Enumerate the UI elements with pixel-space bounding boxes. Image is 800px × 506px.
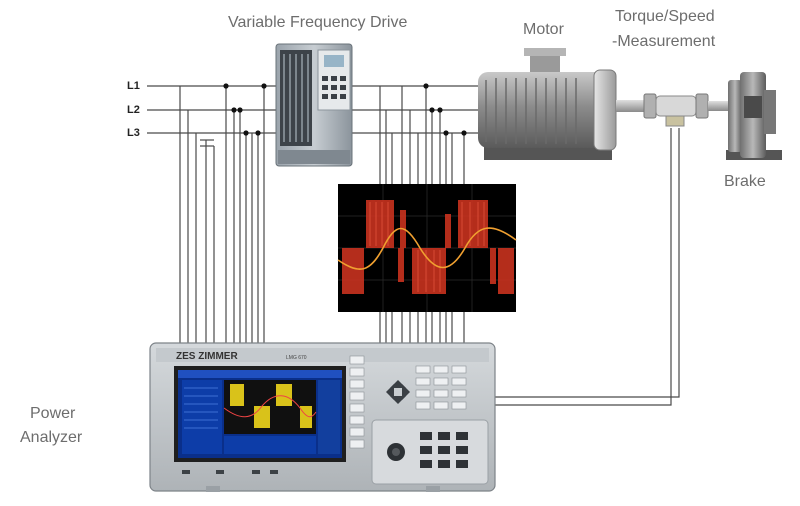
wiring [147,85,680,406]
analyzer-label-line2: Analyzer [20,429,83,446]
junction-dots [223,83,467,136]
motor-label: Motor [523,21,564,38]
vfd-device [275,43,353,167]
motor [478,48,646,160]
power-analyzer: ZES ZIMMER LMG 670 [149,342,496,492]
analyzer-label-line1: Power [30,405,76,422]
torque-speed-sensor [643,93,730,127]
phase-label-l2: L2 [127,104,140,116]
analyzer-brand: ZES ZIMMER [176,351,238,362]
brake [726,72,782,160]
brake-label: Brake [724,173,766,190]
vfd-label: Variable Frequency Drive [228,14,408,31]
analyzer-model: LMG 670 [286,355,307,361]
phase-label-l3: L3 [127,127,140,139]
waveform-scope [337,184,517,312]
torque-label-line1: Torque/Speed [615,8,715,25]
torque-label-line2: -Measurement [612,33,716,50]
phase-label-l1: L1 [127,80,140,92]
